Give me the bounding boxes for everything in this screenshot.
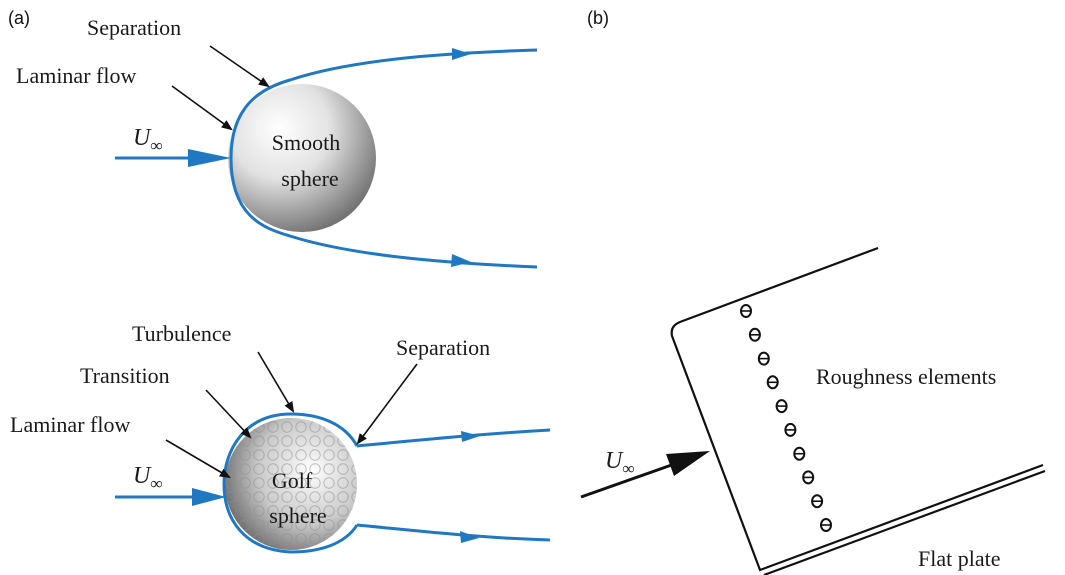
- smooth-laminar-pointer: [171, 85, 233, 131]
- smooth-upper-flow-arrow: [452, 48, 471, 60]
- smooth-separation-pointer: [209, 45, 270, 88]
- golf-turbulence-pointer: [257, 351, 295, 413]
- smooth-laminar-label: Laminar flow: [16, 63, 136, 88]
- golf-separation-pointer: [356, 363, 418, 445]
- golf-boundary-layer-edge: [222, 412, 359, 554]
- flat-plate-label: Flat plate: [918, 546, 1000, 571]
- smooth-separation-label: Separation: [87, 15, 181, 40]
- golf-sphere-label-line1: Golf: [272, 468, 313, 493]
- golf-velocity-symbol: U∞: [133, 463, 162, 493]
- golf-lower-wake-streamline: [356, 523, 551, 542]
- golf-transition-label: Transition: [80, 363, 170, 388]
- smooth-sphere: [228, 84, 376, 232]
- roughness-elements-label: Roughness elements: [816, 364, 996, 389]
- roughness-elements: [740, 304, 832, 532]
- plate-flow-arrow-line: [580, 460, 681, 499]
- golf-sphere-dimples: [225, 418, 357, 550]
- panel-a-label: (a): [8, 8, 30, 28]
- flat-plate-outline: [670, 246, 1044, 572]
- golf-laminar-pointer: [165, 439, 231, 479]
- smooth-sphere-figure: Smooth sphere Separation Laminar flow U∞: [16, 15, 538, 269]
- flat-plate-figure: Roughness elements Flat plate U∞: [580, 246, 1046, 575]
- plate-flow-arrowhead: [666, 451, 710, 476]
- golf-turbulence-label: Turbulence: [132, 321, 231, 346]
- golf-sphere-label-line2: sphere: [269, 503, 326, 528]
- smooth-sphere-label-line1: Smooth: [272, 130, 340, 155]
- golf-laminar-label: Laminar flow: [10, 412, 130, 437]
- panel-b-label: (b): [587, 8, 609, 28]
- smooth-lower-flow-arrow: [451, 254, 471, 267]
- golf-upper-flow-arrow: [461, 431, 480, 442]
- golf-lower-flow-arrow: [460, 531, 479, 543]
- golf-incoming-flow-arrowhead: [192, 488, 226, 506]
- flat-plate-lower-edge: [763, 469, 1046, 575]
- golf-upper-wake-streamline: [356, 428, 551, 448]
- golf-transition-pointer: [205, 389, 252, 439]
- golf-separation-label: Separation: [396, 335, 490, 360]
- smooth-incoming-flow-arrowhead: [188, 149, 231, 167]
- smooth-velocity-symbol: U∞: [133, 125, 162, 155]
- smooth-sphere-label-line2: sphere: [281, 166, 338, 191]
- golf-sphere-figure: Golf sphere Turbulence Separation Transi…: [10, 321, 551, 554]
- plate-velocity-symbol: U∞: [605, 448, 634, 478]
